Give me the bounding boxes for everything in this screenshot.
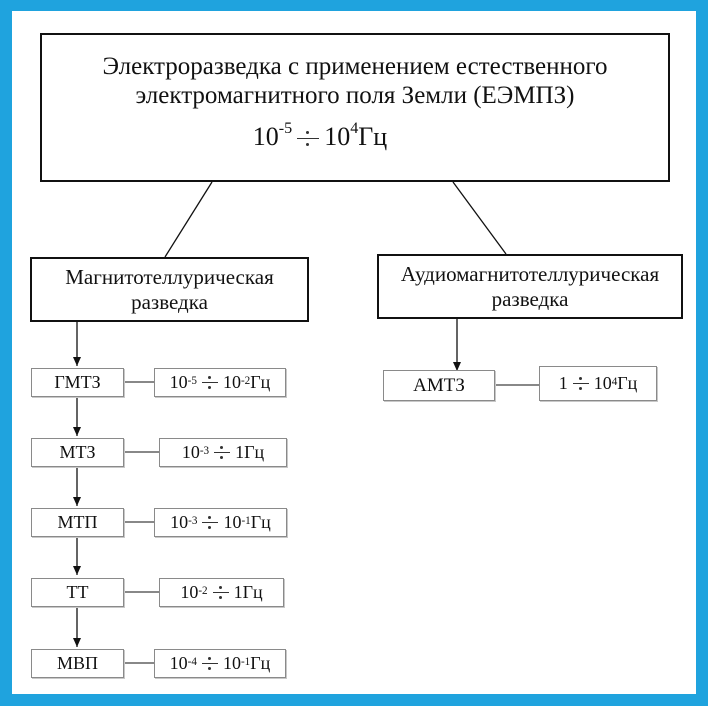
method-name: МТП: [57, 512, 98, 532]
root-freq-from-base: 10: [252, 122, 279, 151]
range-divide-icon: [571, 376, 591, 392]
root-title-line1: Электроразведка с применением естественн…: [102, 53, 608, 80]
range-divide-icon: [211, 585, 231, 601]
diagram-canvas: Электроразведка с применением естественн…: [12, 11, 696, 694]
method-mtp: МТП: [31, 508, 124, 537]
connector-lines: [73, 181, 539, 664]
root-freq-from-exp: -5: [278, 119, 293, 137]
range-from-base: 1: [558, 373, 568, 393]
range-from-base: 10: [170, 512, 189, 532]
node-audiomagnetotelluric: Аудиомагнитотеллурическая разведка: [377, 254, 683, 319]
method-name: ТТ: [66, 582, 89, 602]
root-node-eempz: Электроразведка с применением естественн…: [40, 33, 670, 182]
range-from-base: 10: [180, 582, 199, 602]
edge-root-to-audiomagnetotelluric: [452, 181, 507, 255]
method-amtz: АМТЗ: [383, 370, 495, 401]
range-to-base: 1: [233, 582, 243, 602]
root-freq-to-exp: 4: [350, 119, 359, 137]
edge-root-to-magnetotelluric: [164, 181, 213, 258]
method-name: МТЗ: [59, 442, 96, 462]
method-name: ГМТЗ: [54, 372, 101, 392]
root-freq-to-base: 10: [324, 122, 351, 151]
range-to-base: 10: [223, 512, 242, 532]
range-to-base: 10: [222, 372, 241, 392]
node-audiomagnetotelluric-line2: разведка: [491, 286, 569, 311]
node-audiomagnetotelluric-line1: Аудиомагнитотеллурическая: [400, 261, 660, 286]
range-from-base: 10: [169, 372, 188, 392]
range-unit: Гц: [250, 653, 271, 673]
range-divide-icon: [200, 656, 220, 672]
root-title-line2: электромагнитного поля Земли (ЕЭМПЗ): [135, 82, 575, 109]
range-unit: Гц: [250, 512, 271, 532]
method-gmtz: ГМТЗ: [31, 368, 124, 397]
range-to-base: 10: [222, 653, 241, 673]
range-to-base: 10: [593, 373, 612, 393]
range-divide-icon: [200, 375, 220, 391]
method-name: АМТЗ: [413, 374, 465, 396]
method-name: МВП: [56, 653, 98, 673]
range-unit: Гц: [244, 442, 265, 462]
node-magnetotelluric-line1: Магнитотеллурическая: [65, 264, 274, 289]
range-unit: Гц: [250, 372, 271, 392]
root-freq-unit: Гц: [358, 122, 388, 151]
method-tt: ТТ: [31, 578, 124, 607]
range-unit: Гц: [242, 582, 263, 602]
range-from-base: 10: [181, 442, 200, 462]
range-divide-icon: [212, 445, 232, 461]
range-to-base: 1: [235, 442, 245, 462]
node-magnetotelluric-line2: разведка: [131, 289, 208, 314]
range-divide-icon: [295, 129, 321, 149]
method-mtz: МТЗ: [31, 438, 124, 467]
range-divide-icon: [200, 515, 220, 531]
range-unit: Гц: [617, 373, 638, 393]
method-mvp: МВП: [31, 649, 124, 678]
node-magnetotelluric: Магнитотеллурическая разведка: [30, 257, 309, 322]
range-from-base: 10: [169, 653, 188, 673]
